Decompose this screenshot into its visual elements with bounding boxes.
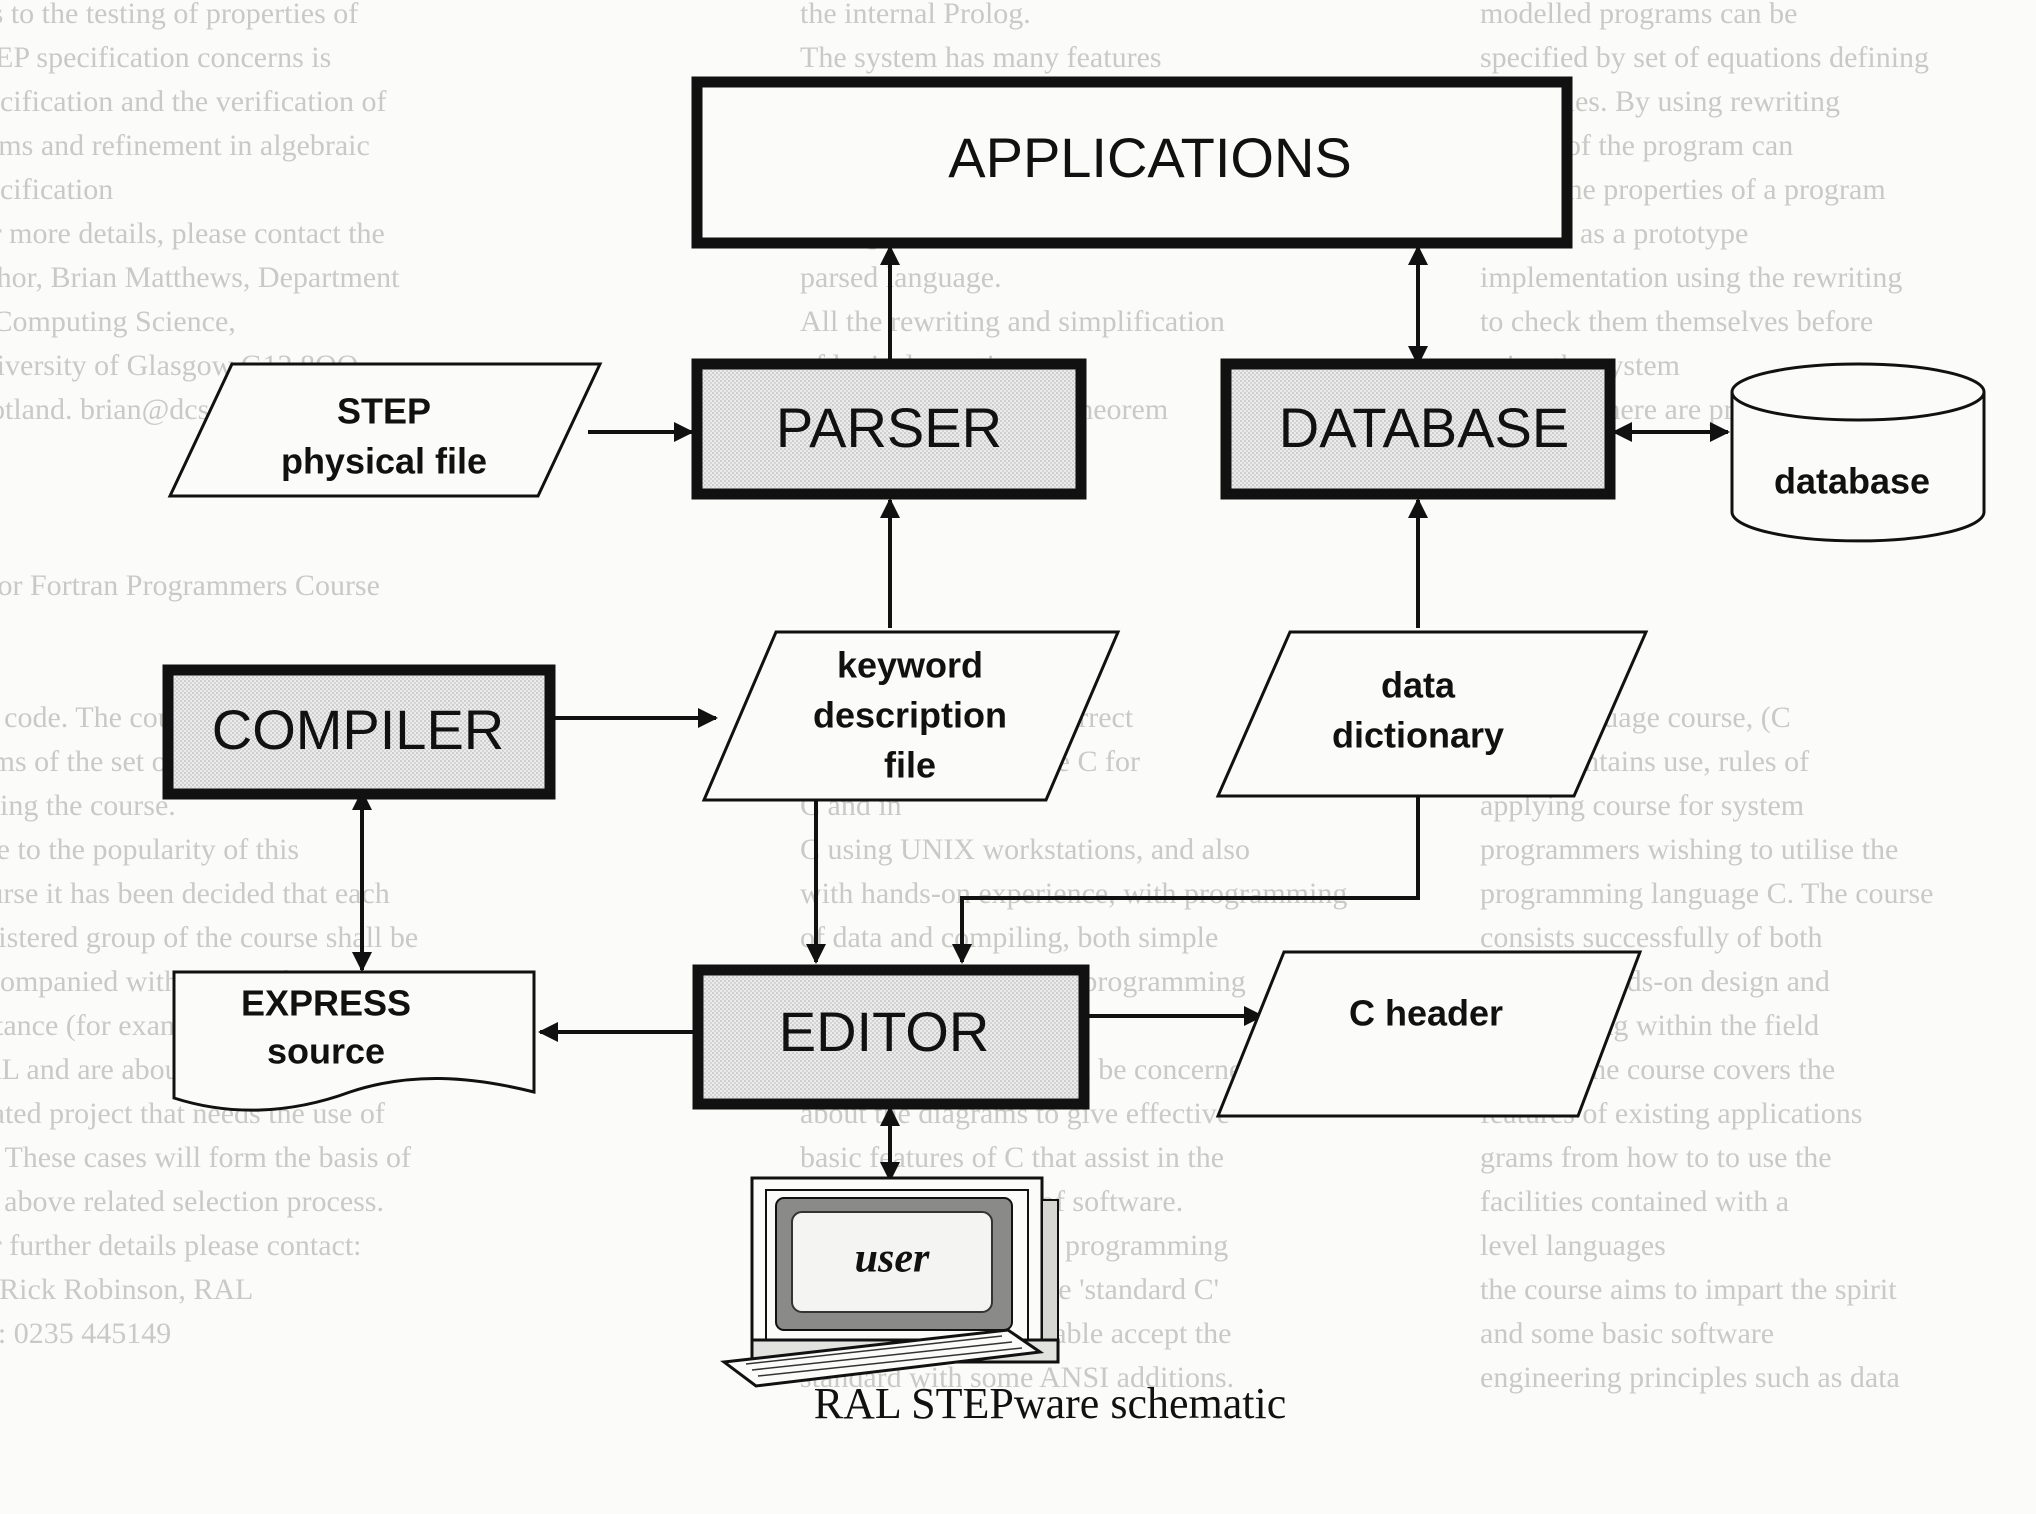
svg-text:database: database <box>1774 461 1930 502</box>
c-header-shape: C header <box>1215 950 1643 1118</box>
background-text-line: implementation using the rewriting <box>1480 261 1903 294</box>
svg-text:data: data <box>1381 665 1456 706</box>
background-text-line: this to the testing of properties of <box>0 0 359 30</box>
background-text-line: grams and refinement in algebraic <box>0 129 370 162</box>
background-text-line: specification <box>0 173 114 206</box>
svg-text:user: user <box>855 1236 930 1282</box>
background-text-line: registered group of the course shall be <box>0 921 419 954</box>
database-box: DATABASE <box>1220 358 1616 500</box>
background-text-line: grams from how to to use the <box>1480 1141 1832 1174</box>
svg-text:keyword: keyword <box>837 645 983 686</box>
svg-text:STEP: STEP <box>337 391 431 432</box>
background-text-line: author, Brian Matthews, Department <box>0 261 400 294</box>
background-text-line: of Computing Science, <box>0 305 236 338</box>
background-text-line: specification and the verification of <box>0 85 387 118</box>
background-text-line: and some basic software <box>1480 1317 1775 1350</box>
background-text-line: programming language C. The course <box>1480 877 1934 910</box>
background-text-line: engineering principles such as data <box>1480 1361 1900 1394</box>
background-text-line: the internal Prolog. <box>800 0 1031 30</box>
background-text-line: STEP specification concerns is <box>0 41 332 74</box>
data-dictionary-shape: data dictionary <box>1215 630 1649 798</box>
background-text-line: Dr Rick Robinson, RAL <box>0 1273 254 1306</box>
background-text-line: level languages <box>1480 1229 1666 1262</box>
background-text-line: All the rewriting and simplification <box>800 305 1225 338</box>
background-text-line: course it has been decided that each <box>0 877 390 910</box>
svg-text:dictionary: dictionary <box>1332 715 1504 756</box>
svg-text:EDITOR: EDITOR <box>779 1000 990 1063</box>
background-text-line: For more details, please contact the <box>0 217 385 250</box>
background-text-line: parsed language. <box>800 261 1002 294</box>
background-text-line: basic features of C that assist in the <box>800 1141 1225 1174</box>
background-text-line: consists successfully of both <box>1480 921 1823 954</box>
keyword-description-file-shape: keyword description file <box>701 630 1121 802</box>
background-text-line: facilities contained with a <box>1480 1185 1790 1218</box>
user-terminal-icon: user <box>720 1176 1060 1388</box>
applications-box: APPLICATIONS <box>691 76 1573 249</box>
step-physical-file-shape: STEP physical file <box>167 362 603 498</box>
background-text-line: For further details please contact: <box>0 1229 362 1262</box>
background-text-line: during the course. <box>0 789 176 822</box>
keyboard-icon <box>720 1328 1045 1388</box>
background-text-line: specified by set of equations defining <box>1480 41 1930 74</box>
svg-text:DATABASE: DATABASE <box>1279 396 1569 459</box>
editor-box: EDITOR <box>692 964 1090 1110</box>
diagram-caption: RAL STEPware schematic <box>813 1379 1287 1428</box>
background-text-line: modelled programs can be <box>1480 0 1798 30</box>
svg-text:source: source <box>267 1031 385 1072</box>
svg-text:APPLICATIONS: APPLICATIONS <box>948 126 1352 189</box>
background-text-line: Due to the popularity of this <box>0 833 300 866</box>
background-text-line: The system has many features <box>800 41 1162 74</box>
compiler-box: COMPILER <box>162 664 556 800</box>
svg-text:C header: C header <box>1349 993 1503 1034</box>
background-text-line: to check them themselves before <box>1480 305 1874 338</box>
background-text-line: programmers wishing to utilise the <box>1480 833 1899 866</box>
database-store-cylinder: database <box>1730 362 1986 543</box>
express-source-shape: EXPRESS source <box>172 970 536 1112</box>
background-text-line: the above related selection process. <box>0 1185 384 1218</box>
background-text-line: Tel: 0235 445149 <box>0 1317 172 1350</box>
svg-text:EXPRESS: EXPRESS <box>241 983 411 1024</box>
svg-text:file: file <box>884 745 936 786</box>
background-text-line: C). These cases will form the basis of <box>0 1141 412 1174</box>
svg-text:physical file: physical file <box>281 441 487 482</box>
parser-box: PARSER <box>691 358 1087 500</box>
svg-text:PARSER: PARSER <box>776 396 1002 459</box>
svg-text:COMPILER: COMPILER <box>212 698 505 761</box>
svg-text:description: description <box>813 695 1007 736</box>
background-text-line: the course aims to impart the spirit <box>1480 1273 1897 1306</box>
arrow-editor-data-dictionary <box>952 768 1428 964</box>
background-text-line: C for Fortran Programmers Course <box>0 569 380 602</box>
